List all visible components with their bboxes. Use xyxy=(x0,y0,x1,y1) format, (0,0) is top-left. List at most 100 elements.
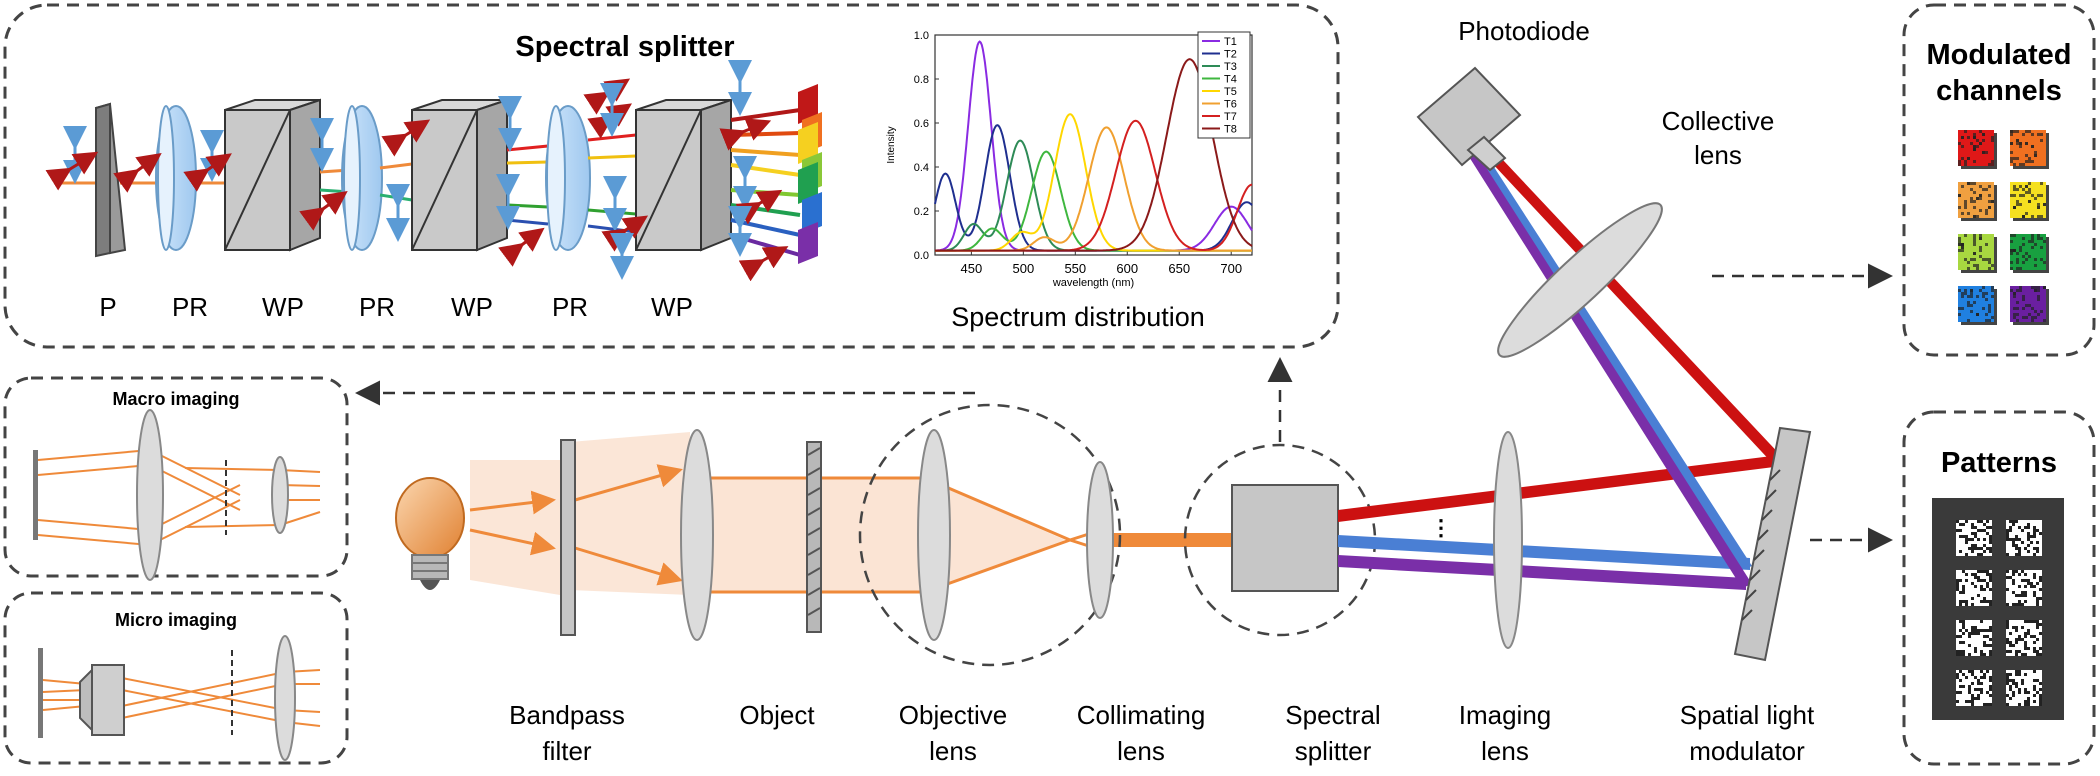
object-label: Object xyxy=(739,700,815,730)
polarization-rotator-2 xyxy=(341,105,383,251)
output-screens xyxy=(798,84,822,264)
element-label-pr: PR xyxy=(359,292,395,322)
light-bulb-icon xyxy=(395,477,465,590)
pattern-tile xyxy=(1956,670,1992,706)
pattern-tile-grid xyxy=(1956,520,2042,706)
spectral-splitter-label: Spectral xyxy=(1285,700,1380,730)
micro-relay-lens xyxy=(274,635,296,761)
element-label-pr: PR xyxy=(552,292,588,322)
legend-label-t8: T8 xyxy=(1224,124,1237,136)
spectral-splitter-cube xyxy=(1231,484,1339,592)
collimating-lens-label: Collimating xyxy=(1077,700,1206,730)
x-tick-label: 650 xyxy=(1168,261,1190,276)
collimated-beam xyxy=(1112,533,1232,547)
channel-swatch xyxy=(2010,286,2049,325)
pattern-tile xyxy=(2006,670,2042,706)
collective-lens-label-line2: lens xyxy=(1694,140,1742,170)
y-tick-label: 0.4 xyxy=(914,162,929,174)
y-tick-label: 0.8 xyxy=(914,74,929,86)
condenser-lens xyxy=(680,429,714,641)
micro-imaging-title: Micro imaging xyxy=(115,610,237,630)
x-tick-label: 700 xyxy=(1220,261,1242,276)
element-label-wp: WP xyxy=(651,292,693,322)
y-tick-label: 0.6 xyxy=(914,118,929,130)
x-axis-label: wavelength (nm) xyxy=(1052,277,1134,289)
micro-sensor-plate xyxy=(38,648,43,738)
channel-swatch-grid xyxy=(1958,130,2049,325)
objective-lens-label-2: lens xyxy=(929,736,977,766)
chart-plot-frame xyxy=(934,34,1253,256)
collective-lens-label-line1: Collective xyxy=(1662,106,1775,136)
beam-blue xyxy=(506,218,549,226)
micro-rays xyxy=(42,669,321,727)
sensor-plate xyxy=(33,450,38,540)
pattern-tile xyxy=(2006,570,2042,606)
legend-label-t4: T4 xyxy=(1224,74,1237,86)
pattern-tile xyxy=(1956,570,1992,606)
patterns-board xyxy=(1932,498,2064,720)
wollaston-prism-1 xyxy=(224,98,321,252)
objective-lens xyxy=(917,429,951,641)
legend-label-t3: T3 xyxy=(1224,61,1237,73)
pattern-tile xyxy=(1956,520,1992,556)
objective-lens-label: Objective xyxy=(899,700,1007,730)
more-channels-ellipsis: ⋮ xyxy=(1430,515,1452,540)
beam-orange xyxy=(379,162,413,170)
spectral-splitter-label-2: splitter xyxy=(1295,736,1372,766)
bandpass-filter xyxy=(560,439,576,636)
objective-callout-circle xyxy=(858,403,1122,667)
chart-legend xyxy=(1197,31,1251,139)
beam-green xyxy=(587,208,637,216)
component-labels: Bandpass filter Object Objective lens Co… xyxy=(509,700,1815,766)
polarizer-element xyxy=(94,102,127,258)
modulated-channels-panel: Modulated channels xyxy=(1902,3,2096,357)
modulated-channels-title-line2: channels xyxy=(1936,75,2062,107)
y-tick-label: 0.2 xyxy=(914,206,929,218)
element-label-wp: WP xyxy=(262,292,304,322)
channel-swatch xyxy=(2010,234,2049,273)
macro-imaging-panel: Macro imaging xyxy=(3,376,349,581)
collimating-lens-label-2: lens xyxy=(1117,736,1165,766)
pattern-tile xyxy=(1956,620,1992,656)
spatial-light-modulator xyxy=(1733,426,1812,662)
macro-lens xyxy=(136,409,164,581)
legend-label-t1: T1 xyxy=(1224,36,1237,48)
pattern-tile xyxy=(2006,520,2042,556)
photodiode-icon xyxy=(1416,66,1522,172)
beam-green xyxy=(506,203,549,209)
polarization-rotator-1 xyxy=(155,105,197,251)
polarization-rotator-3 xyxy=(545,105,591,251)
x-tick-label: 550 xyxy=(1064,261,1086,276)
spectral-splitter-title: Spectral splitter xyxy=(515,31,734,63)
legend-label-t6: T6 xyxy=(1224,99,1237,111)
spectrum-chart: Spectrum distribution 450 500 550 600 650 700… xyxy=(886,30,1253,332)
pattern-tile xyxy=(2006,620,2042,656)
x-tick-label: 500 xyxy=(1012,261,1034,276)
spectral-splitter-panel: Spectral splitter xyxy=(3,3,1340,349)
channel-swatch xyxy=(1958,286,1997,325)
x-tick-label: 600 xyxy=(1116,261,1138,276)
spectrum-caption: Spectrum distribution xyxy=(951,302,1205,332)
legend-label-t2: T2 xyxy=(1224,49,1237,61)
x-tick-label: 450 xyxy=(961,261,983,276)
y-axis-label: Intensity xyxy=(886,126,897,163)
reflected-beams xyxy=(1466,143,1785,588)
beam-yellow xyxy=(587,154,637,160)
beam-red xyxy=(587,133,637,142)
patterns-title: Patterns xyxy=(1941,447,2057,479)
bandpass-filter-label-2: filter xyxy=(542,736,591,766)
element-label-pr: PR xyxy=(172,292,208,322)
wollaston-prism-3 xyxy=(635,98,732,252)
channel-swatch xyxy=(1958,234,1997,273)
imaging-lens-label: Imaging xyxy=(1459,700,1552,730)
slm-label-2: modulator xyxy=(1689,736,1805,766)
channel-swatch xyxy=(2010,182,2049,221)
legend-label-t5: T5 xyxy=(1224,86,1237,98)
element-label-wp: WP xyxy=(451,292,493,322)
y-tick-label: 0.0 xyxy=(914,250,929,262)
collective-lens xyxy=(1497,202,1663,358)
y-tick-label: 1.0 xyxy=(914,30,929,42)
collimating-lens xyxy=(1086,461,1114,619)
photodiode-label: Photodiode xyxy=(1458,16,1590,46)
